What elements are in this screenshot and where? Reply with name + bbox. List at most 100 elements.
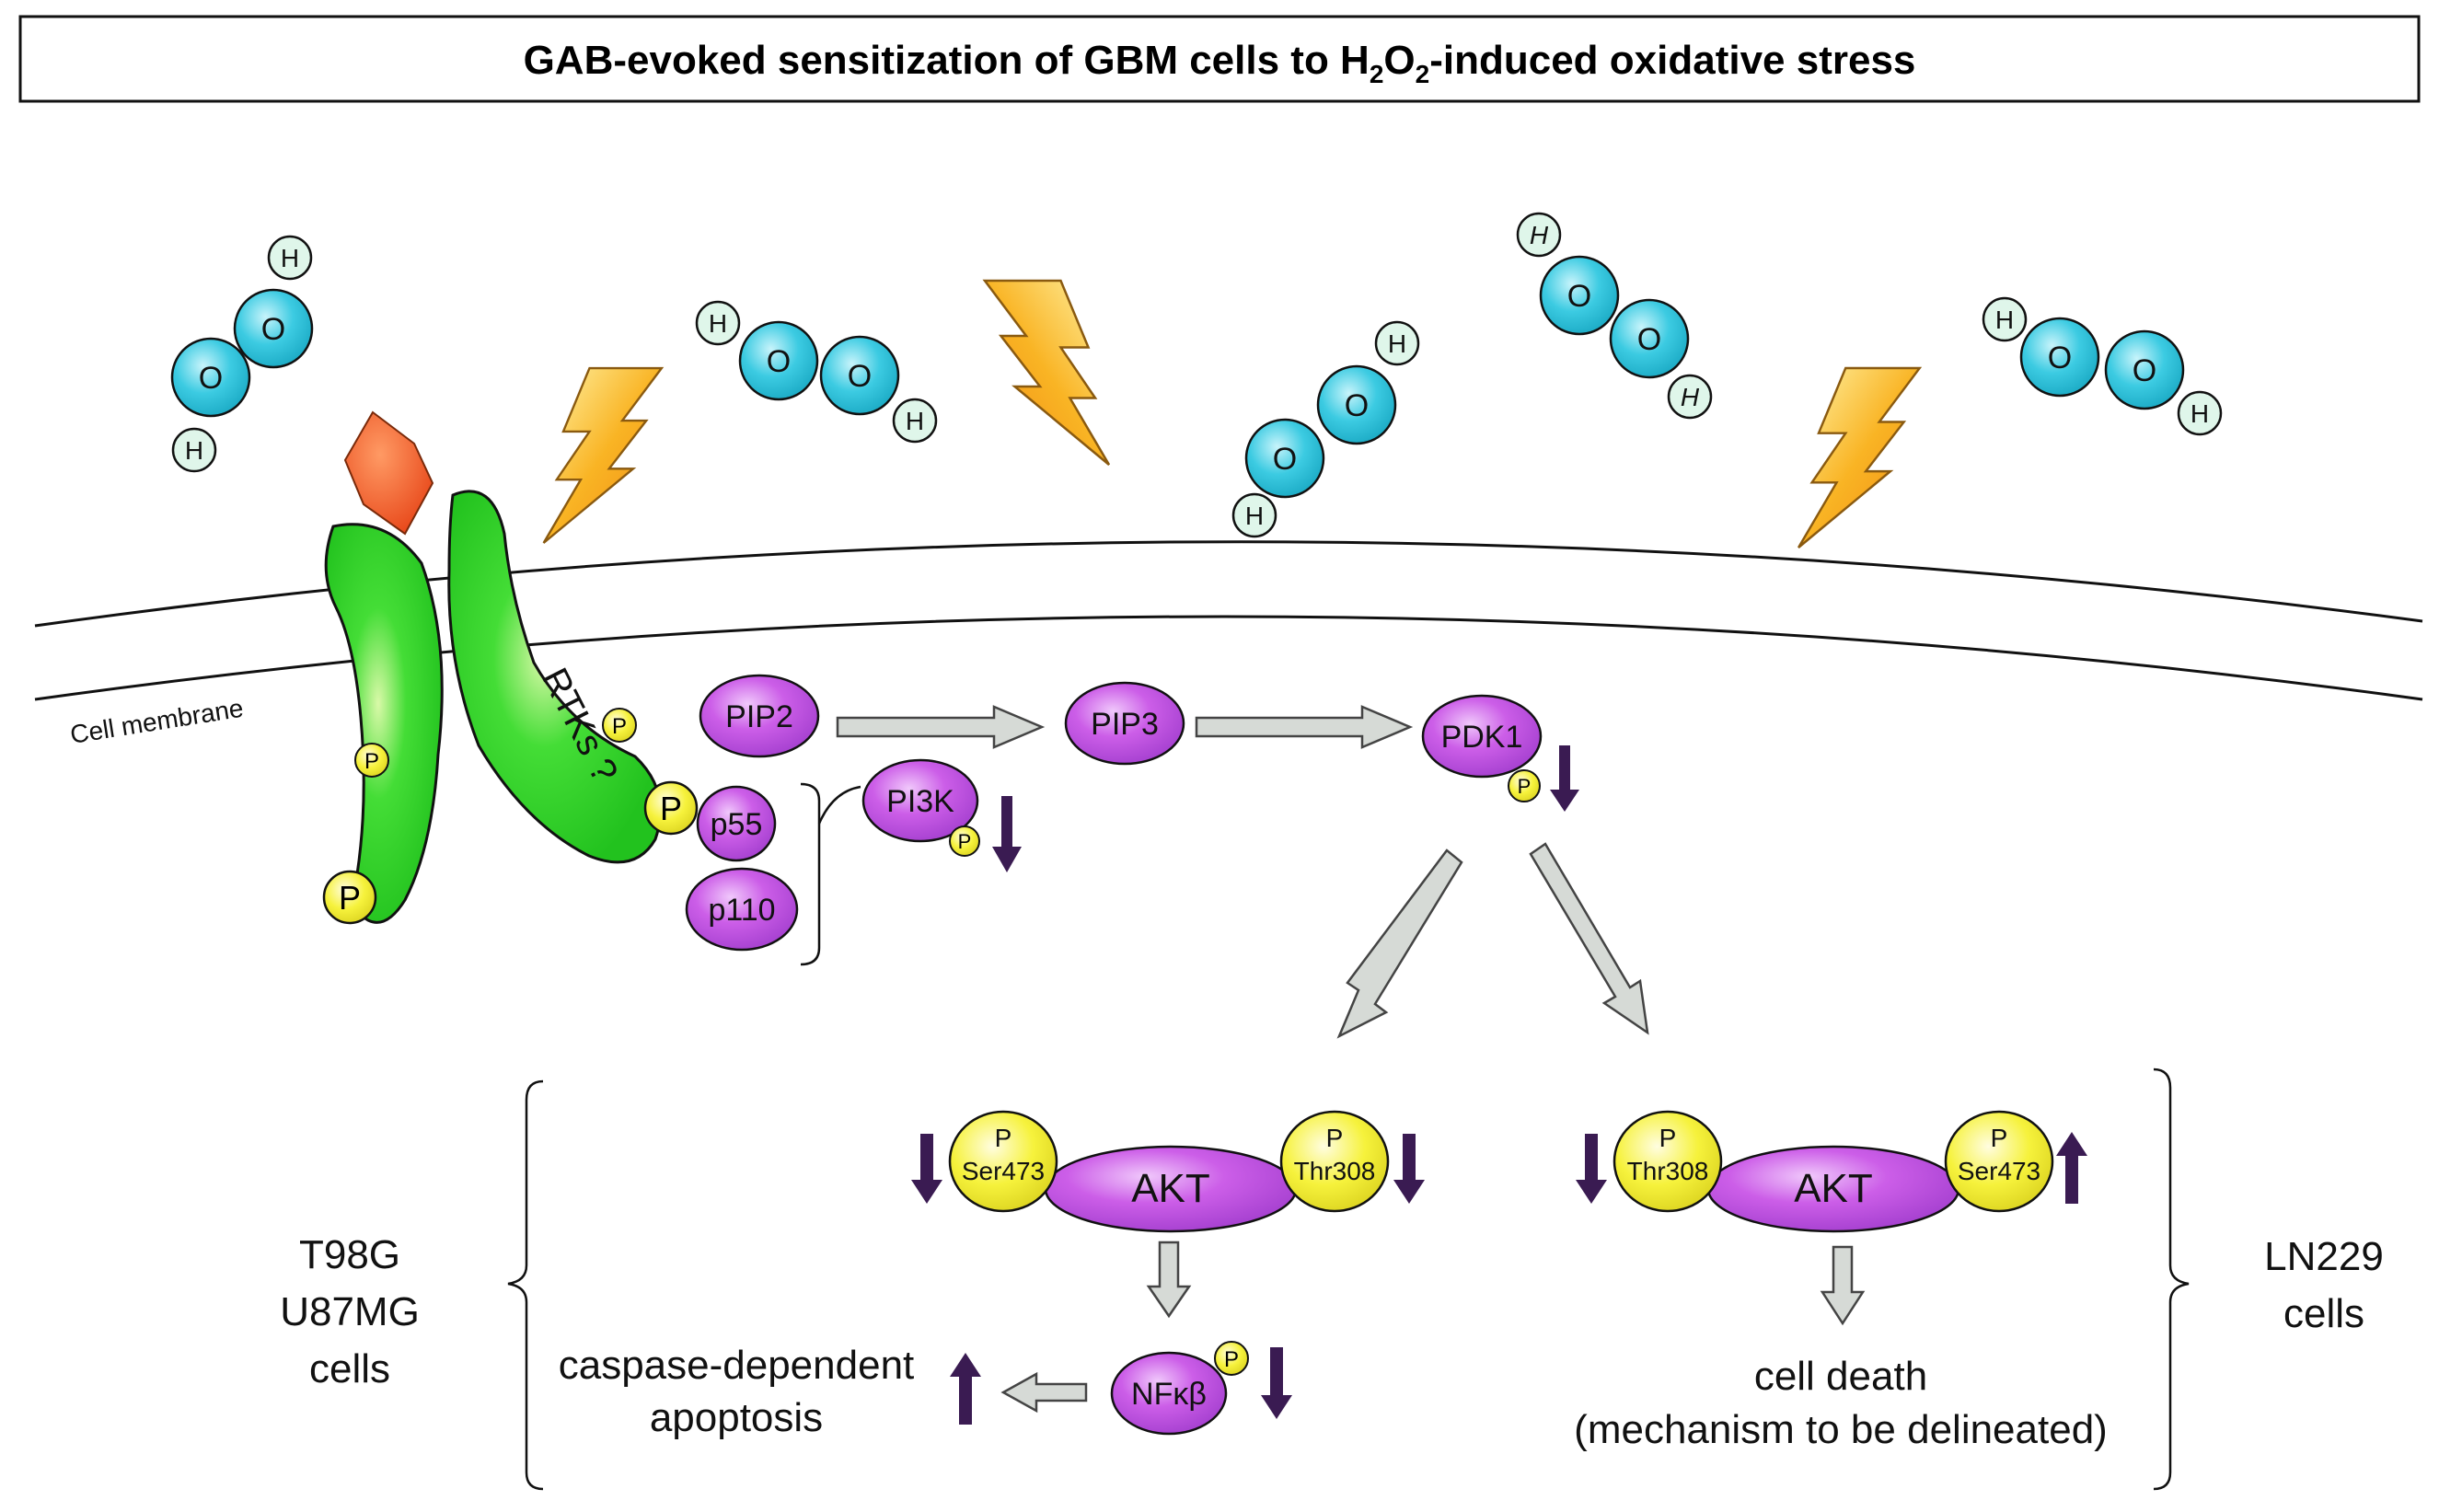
svg-text:(mechanism to be delineated): (mechanism to be delineated): [1574, 1407, 2108, 1452]
up-arrow-icon: [950, 1353, 981, 1425]
h2o2-molecule: O O H H: [1982, 296, 2223, 436]
lightning-bolt-icon: [1797, 366, 1921, 549]
svg-text:LN229: LN229: [2264, 1234, 2384, 1279]
right-cell-lines: LN229 cells: [2264, 1234, 2384, 1336]
svg-text:cells: cells: [309, 1346, 390, 1391]
svg-text:AKT: AKT: [1131, 1166, 1210, 1211]
svg-text:P: P: [1659, 1124, 1677, 1152]
pdk1-node: PDK1 P: [1421, 694, 1543, 802]
svg-text:P: P: [612, 714, 627, 739]
svg-text:H: H: [1681, 383, 1700, 411]
svg-text:PIP2: PIP2: [725, 699, 793, 734]
svg-text:P: P: [1224, 1347, 1239, 1372]
svg-text:NFκβ: NFκβ: [1131, 1377, 1207, 1412]
pi3k-node: PI3K P: [861, 758, 980, 857]
h2o2-molecule: O O H H: [1516, 212, 1713, 420]
rtk-receptor: RTKs ?: [324, 410, 663, 924]
p110-subunit: p110: [685, 867, 799, 952]
svg-text:O: O: [1567, 279, 1591, 314]
down-arrow-icon: [992, 796, 1022, 872]
svg-text:Thr308: Thr308: [1294, 1157, 1376, 1185]
nfkb-node: NFκβ P: [1110, 1341, 1249, 1436]
down-arrow-icon: [911, 1134, 942, 1204]
ligand: [343, 410, 434, 536]
thr308-site: P Thr308: [1613, 1110, 1723, 1213]
svg-text:P: P: [1991, 1124, 2008, 1152]
thr308-site: P Thr308: [1279, 1110, 1390, 1213]
oxidative-bolts: [542, 279, 1921, 549]
down-arrow-icon: [1550, 745, 1579, 812]
svg-text:AKT: AKT: [1794, 1166, 1873, 1211]
svg-text:cells: cells: [2283, 1291, 2364, 1336]
svg-text:Ser473: Ser473: [1958, 1157, 2040, 1185]
ser473-site: P Ser473: [948, 1110, 1058, 1213]
phosphate-group: P: [322, 870, 377, 925]
pathway-arrow: [1000, 1371, 1088, 1414]
svg-text:cell death: cell death: [1754, 1354, 1927, 1399]
figure-title: GAB-evoked sensitization of GBM cells to…: [524, 38, 1916, 88]
svg-text:O: O: [1273, 442, 1297, 477]
svg-text:O: O: [1637, 322, 1661, 357]
title-box: GAB-evoked sensitization of GBM cells to…: [18, 15, 2421, 103]
svg-text:p110: p110: [708, 893, 775, 928]
svg-text:O: O: [199, 361, 223, 396]
akt-complex-left: AKT P Ser473 P Thr308: [948, 1110, 1390, 1233]
phosphate-group: P: [643, 780, 699, 836]
svg-text:H: H: [281, 244, 299, 272]
h2o2-molecule: O O H H: [695, 300, 938, 444]
up-arrow-icon: [2056, 1132, 2087, 1204]
svg-text:P: P: [1518, 775, 1532, 798]
svg-text:O: O: [767, 344, 791, 379]
lightning-bolt-icon: [542, 366, 664, 545]
svg-text:caspase-dependent: caspase-dependent: [559, 1343, 915, 1388]
svg-text:H: H: [1245, 502, 1264, 530]
svg-text:PIP3: PIP3: [1091, 707, 1159, 742]
cell-membrane-label: Cell membrane: [68, 694, 245, 749]
left-outcome-label: caspase-dependent apoptosis: [559, 1343, 915, 1440]
svg-text:PI3K: PI3K: [886, 784, 954, 819]
lightning-bolt-icon: [983, 279, 1111, 467]
svg-text:Ser473: Ser473: [962, 1157, 1045, 1185]
svg-text:O: O: [1345, 388, 1369, 423]
pathway-arrow: [1146, 1241, 1192, 1319]
left-cell-lines: T98G U87MG cells: [280, 1232, 420, 1391]
subunit-bracket: [800, 782, 821, 966]
svg-text:O: O: [2048, 340, 2072, 375]
svg-text:P: P: [1326, 1124, 1344, 1152]
h2o2-molecule: O O H H: [1231, 320, 1420, 538]
down-arrow-icon: [1393, 1134, 1425, 1204]
pathway-arrow: [1820, 1245, 1866, 1326]
svg-text:U87MG: U87MG: [280, 1289, 420, 1334]
pathway-arrow: [1195, 705, 1414, 749]
svg-text:H: H: [906, 407, 924, 435]
phosphate-group: P: [602, 708, 637, 743]
phosphate-group: P: [354, 743, 389, 778]
pip2-node: PIP2: [699, 674, 820, 758]
svg-text:H: H: [709, 309, 727, 338]
svg-text:H: H: [1530, 221, 1549, 249]
pathway-arrow: [836, 705, 1046, 749]
h2o2-molecule: O O H H: [170, 235, 314, 473]
svg-text:P: P: [958, 830, 972, 853]
svg-text:T98G: T98G: [299, 1232, 400, 1277]
down-arrow-icon: [1261, 1347, 1292, 1419]
svg-text:H: H: [1995, 306, 2014, 334]
svg-text:P: P: [995, 1124, 1012, 1152]
ser473-site: P Ser473: [1944, 1110, 2054, 1213]
svg-text:H: H: [1388, 329, 1406, 358]
svg-text:H: H: [185, 436, 203, 465]
svg-text:P: P: [660, 790, 682, 827]
pathway-arrow: [1529, 842, 1649, 1035]
svg-text:Thr308: Thr308: [1627, 1157, 1709, 1185]
svg-text:p55: p55: [711, 807, 763, 842]
svg-text:P: P: [364, 749, 379, 774]
svg-text:O: O: [2133, 353, 2156, 388]
svg-text:O: O: [261, 312, 285, 347]
svg-text:H: H: [2190, 399, 2209, 428]
down-arrow-icon: [1576, 1134, 1607, 1204]
pip3-node: PIP3: [1064, 681, 1185, 766]
pathway-arrow: [1336, 848, 1463, 1039]
svg-text:apoptosis: apoptosis: [650, 1395, 823, 1440]
bracket-connector: [817, 785, 861, 825]
